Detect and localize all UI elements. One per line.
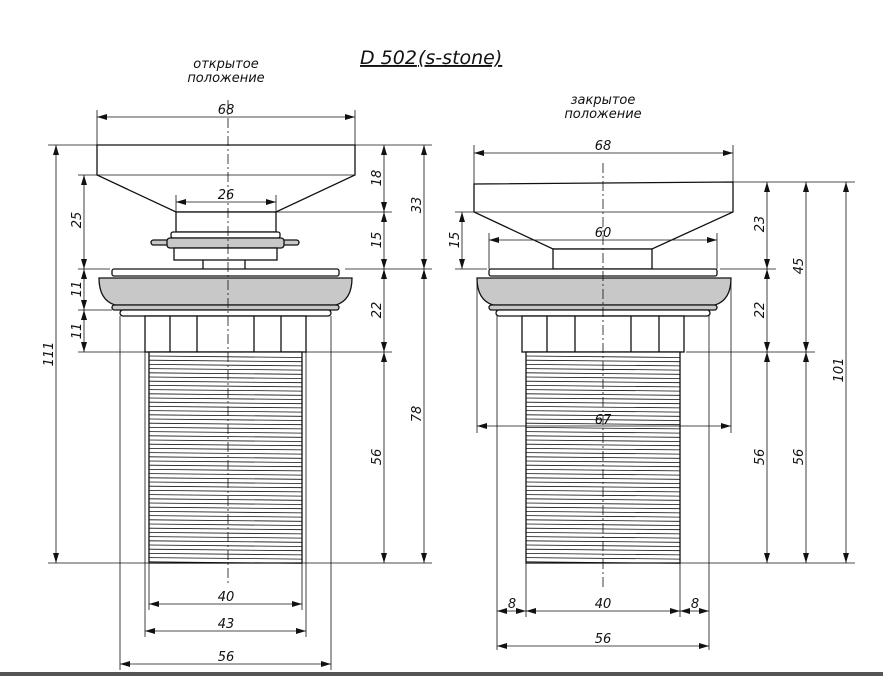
dim-lower-total: 78 <box>410 406 425 423</box>
model-variant: (s-stone) <box>418 47 502 69</box>
dim-overall: 101 <box>832 358 847 383</box>
open-label: открытое <box>193 57 258 72</box>
dim-top-total: 33 <box>410 197 425 214</box>
closed-drain-body <box>473 163 734 650</box>
dim-cap-width: 68 <box>218 103 235 118</box>
dim-flange-diameter: 56 <box>595 632 612 647</box>
open-label-2: положение <box>187 71 264 86</box>
dim-body-height: 22 <box>370 302 385 319</box>
dim-ring-lower: 11 <box>70 323 85 340</box>
dim-body-height: 22 <box>753 302 768 319</box>
dim-thread-height: 56 <box>753 449 768 466</box>
dim-stem-width: 26 <box>218 188 235 203</box>
closed-label-2: положение <box>564 107 641 122</box>
dim-flange-diameter: 56 <box>218 650 235 665</box>
model-name: D 502 <box>360 47 417 69</box>
dim-thread-height: 56 <box>370 449 385 466</box>
dim-ring-upper: 11 <box>70 281 85 298</box>
dim-cone-height: 15 <box>448 232 463 249</box>
dim-thread-height-2: 56 <box>792 449 807 466</box>
dim-nut-diameter: 43 <box>218 617 235 632</box>
dim-offset-left: 8 <box>508 597 516 612</box>
dim-top-total: 45 <box>792 258 807 275</box>
dim-overall: 111 <box>42 342 57 367</box>
open-dimensions: 68 26 18 15 22 56 33 78 25 11 11 111 40 … <box>42 103 432 667</box>
dim-cap-width: 68 <box>595 139 612 154</box>
closed-label: закрытое <box>571 93 636 108</box>
dim-thread-diameter: 40 <box>595 597 612 612</box>
dim-inner-width: 60 <box>595 226 612 241</box>
open-drain-body <box>96 100 356 670</box>
closed-dimensions: 68 60 67 15 23 22 56 45 56 101 8 40 8 56 <box>448 139 855 649</box>
drawing-title: D 502 (s-stone) <box>360 47 502 69</box>
dim-bowl-width: 67 <box>595 413 612 428</box>
dim-cap-height: 23 <box>753 216 768 233</box>
dim-stem-height: 15 <box>370 232 385 249</box>
open-position-view: открытое положение <box>42 57 432 670</box>
dim-cone-gap: 25 <box>70 212 85 229</box>
thread-open <box>148 351 303 564</box>
dim-cap-height: 18 <box>370 170 385 187</box>
closed-position-view: закрытое положение <box>448 93 855 650</box>
dim-thread-diameter: 40 <box>218 590 235 605</box>
bottom-edge <box>0 672 883 676</box>
dim-offset-right: 8 <box>691 597 699 612</box>
